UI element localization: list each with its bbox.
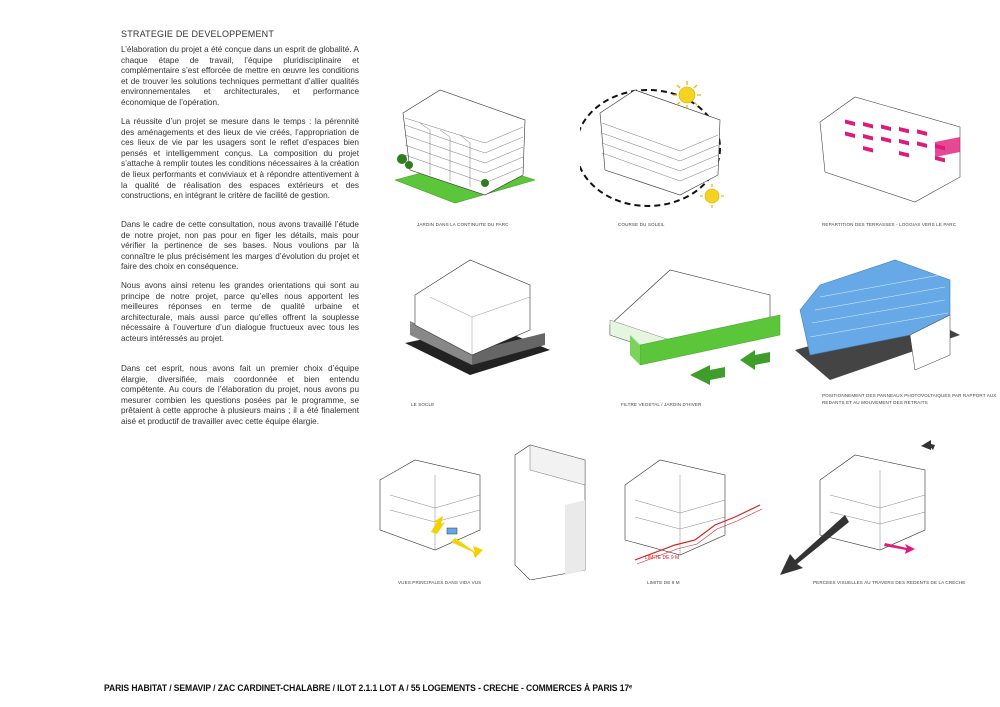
sun-icon [673,81,701,109]
paragraph-consultation: Dans le cadre de cette consultation, nou… [121,220,359,272]
arrow-icon [431,516,483,558]
caption-terrasses: REPARTITION DES TERRASSES - LOGGIAS VERS… [822,222,957,227]
caption-vues: VUES PRINCIPALES DANS VIDA VUS [398,580,482,585]
paragraph-equipe: Dans cet esprit, nous avons fait un prem… [121,364,359,426]
page-title: STRATEGIE DE DEVELOPPEMENT [121,29,275,39]
caption-soleil: COURSE DU SOLEIL [618,222,665,227]
footer-project-line: PARIS HABITAT / SEMAVIP / ZAC CARDINET-C… [104,683,633,694]
diagram-limite: LIMITE DE 9 M [615,445,775,575]
caption-filtre: FILTRE VEGETAL / JARDIN D'HIVER [621,402,702,407]
arrow-icon [921,440,935,450]
diagram-terrasses [815,82,965,207]
arrow-icon-pink [884,543,915,554]
caption-photovoltaiques-1: POSITIONNEMENT DES PANNEAUX PHOTOVOLTAIQ… [822,393,997,398]
sun-icon-low [700,184,724,208]
diagram-soleil [580,78,730,213]
arrow-icon-large [780,515,849,575]
paragraph-intro: L’élaboration du projet a été conçue dan… [121,45,359,107]
diagram-photovoltaiques [790,255,970,385]
paragraph-reussite: La réussite d’un projet se mesure dans l… [121,117,359,201]
diagram-percees [775,440,965,580]
caption-percees: PERCEES VISUELLES AU TRAVERS DES REDENTS… [813,580,966,585]
caption-photovoltaiques-2: REDANTS ET AU MOUVEMENT DES RETRAITS [822,400,928,405]
caption-jardin: JARDIN DANS LA CONTINUITE DU PARC [417,222,509,227]
diagram-filtre [590,265,790,395]
arrow-icon [690,350,770,385]
paragraph-orientations: Nous avons ainsi retenu les grandes orie… [121,281,359,343]
caption-socle: LE SOCLE [411,402,435,407]
diagram-jardin [385,85,535,205]
diagram-socle [380,255,555,380]
limite-label: LIMITE DE 9 M [645,555,679,561]
caption-limite: LIMITE DE 9 M [647,580,680,585]
diagram-vues-detail [510,440,590,580]
diagram-vues [375,440,505,570]
